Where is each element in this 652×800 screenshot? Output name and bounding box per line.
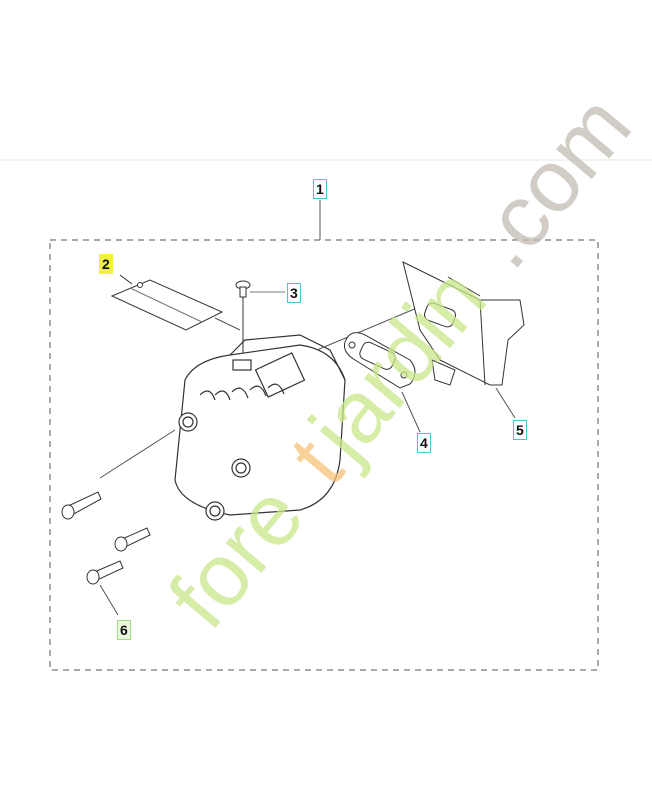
svg-text:.com: .com bbox=[451, 76, 649, 286]
bolts bbox=[61, 491, 151, 616]
bracket bbox=[402, 261, 525, 419]
gasket bbox=[344, 332, 421, 433]
callout-1[interactable]: 1 bbox=[313, 179, 327, 199]
callout-6[interactable]: 6 bbox=[117, 620, 131, 640]
callout-4[interactable]: 4 bbox=[417, 433, 431, 453]
callout-5[interactable]: 5 bbox=[513, 420, 527, 440]
callout-2[interactable]: 2 bbox=[99, 254, 113, 274]
kit-boundary bbox=[49, 239, 599, 671]
heat-shield-plate bbox=[110, 274, 224, 331]
muffler-body bbox=[174, 334, 346, 521]
callout-3[interactable]: 3 bbox=[287, 283, 301, 303]
